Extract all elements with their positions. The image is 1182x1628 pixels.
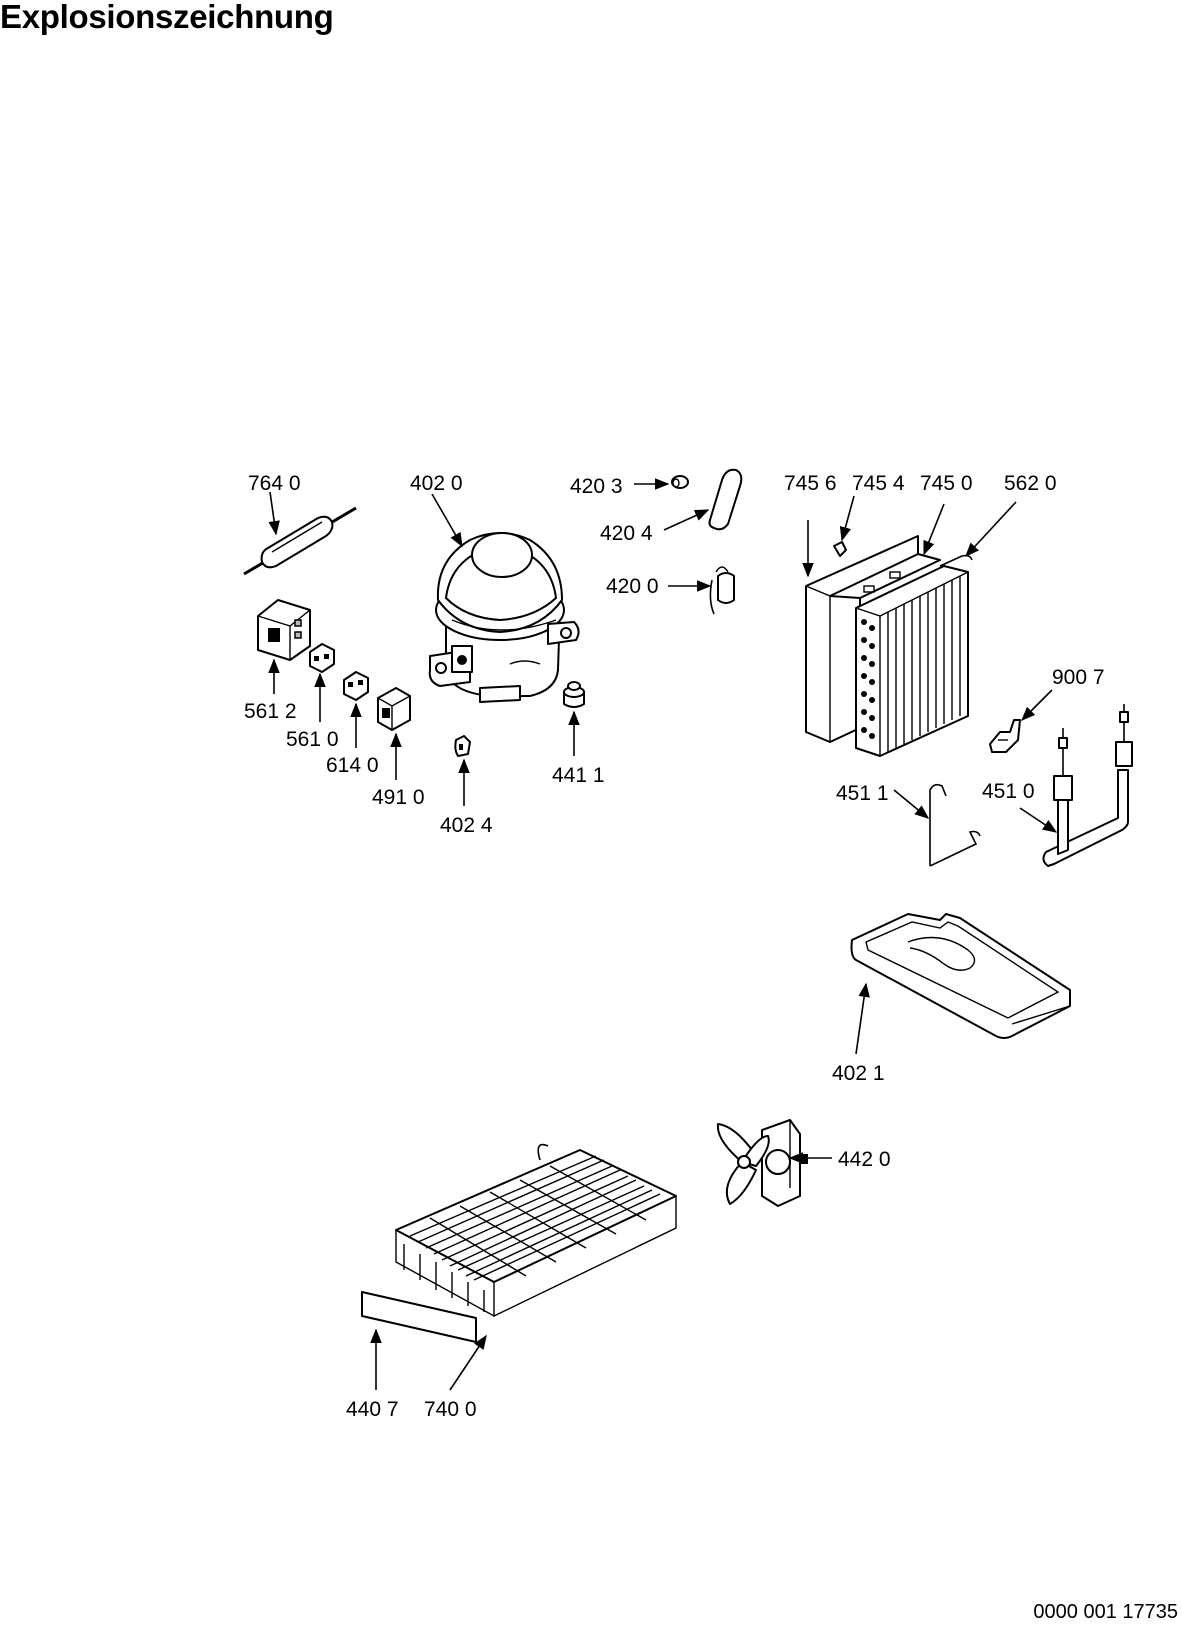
part-thermal-protector[interactable] xyxy=(343,671,369,701)
part-wire-bracket[interactable] xyxy=(929,783,981,867)
part-evaporator[interactable] xyxy=(805,535,973,757)
part-connector[interactable] xyxy=(309,643,335,673)
part-grommet[interactable] xyxy=(563,681,585,708)
part-tube[interactable] xyxy=(708,468,743,531)
callout-label: 562 0 xyxy=(1004,472,1057,495)
callout-label: 451 1 xyxy=(836,782,889,805)
callout-label: 420 0 xyxy=(606,575,659,598)
callout-label: 420 3 xyxy=(570,475,623,498)
callout-label: 900 7 xyxy=(1052,666,1105,689)
callout-label: 491 0 xyxy=(372,786,425,809)
callout-label: 440 7 xyxy=(346,1398,399,1421)
part-drier-filter[interactable] xyxy=(243,506,357,576)
callout-label: 402 1 xyxy=(832,1062,885,1085)
callout-label: 561 2 xyxy=(244,700,297,723)
callout-label: 442 0 xyxy=(838,1148,891,1171)
part-condenser[interactable] xyxy=(395,1143,677,1318)
callout-label: 420 4 xyxy=(600,522,653,545)
part-tube-assembly[interactable] xyxy=(1042,704,1133,867)
callout-label: 614 0 xyxy=(326,754,379,777)
part-drip-tray[interactable] xyxy=(850,913,1071,1039)
callout-label: 740 0 xyxy=(424,1398,477,1421)
callout-label: 745 0 xyxy=(920,472,973,495)
callout-label: 561 0 xyxy=(286,728,339,751)
page-title: Explosionszeichnung xyxy=(0,0,334,35)
callout-label: 764 0 xyxy=(248,472,301,495)
callout-label: 745 4 xyxy=(852,472,905,495)
callout-label: 745 6 xyxy=(784,472,837,495)
part-cap[interactable] xyxy=(671,475,689,489)
callout-label: 441 1 xyxy=(552,764,605,787)
part-fan-motor[interactable] xyxy=(716,1119,808,1207)
part-clip[interactable] xyxy=(454,735,471,757)
part-capacitor[interactable] xyxy=(709,566,735,615)
part-relay[interactable] xyxy=(257,599,311,661)
part-compressor[interactable] xyxy=(428,532,580,703)
leader-lines xyxy=(268,478,1058,1391)
part-label-plate[interactable] xyxy=(361,1291,477,1343)
callout-label: 451 0 xyxy=(982,780,1035,803)
callout-label: 402 0 xyxy=(410,472,463,495)
document-number: 0000 001 17735 xyxy=(1033,1601,1178,1623)
part-overload-cover[interactable] xyxy=(377,687,411,731)
part-small-clip[interactable] xyxy=(833,541,847,557)
callout-label: 402 4 xyxy=(440,814,493,837)
part-holder[interactable] xyxy=(989,719,1021,753)
